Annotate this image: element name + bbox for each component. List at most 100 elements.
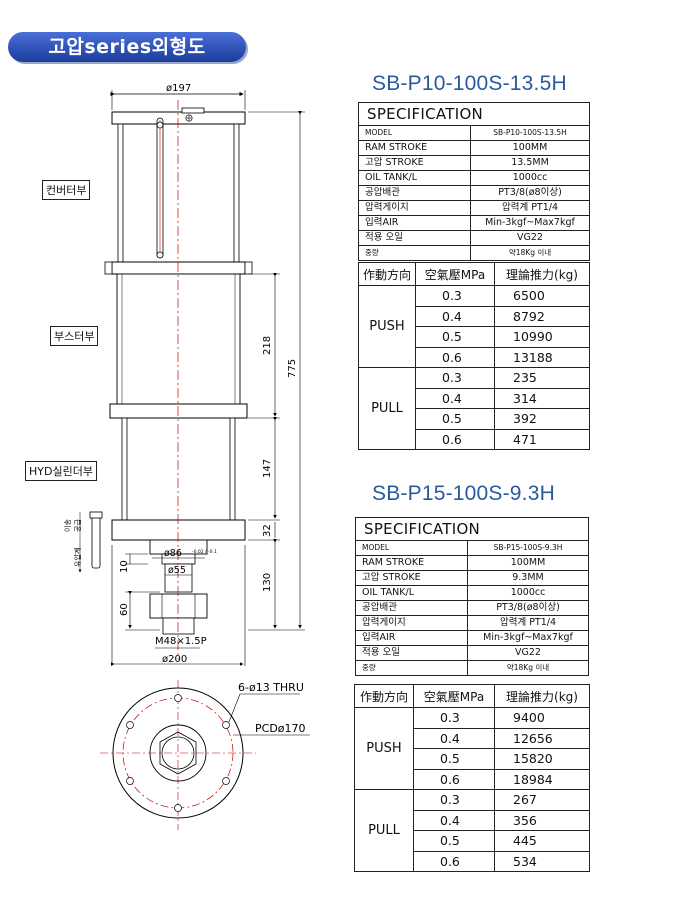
label-hyd: HYD실린더부 bbox=[25, 461, 97, 481]
spec-row: MODEL SB-P15-100S-9.3H bbox=[356, 541, 588, 556]
spec-row: 압력게이지 압력계 PT1/4 bbox=[356, 616, 588, 631]
thrust-cell: 13188 bbox=[494, 346, 590, 368]
pressure-cell: 0.6 bbox=[415, 346, 495, 368]
base-flange bbox=[111, 519, 246, 541]
thrust-cell: 392 bbox=[494, 408, 590, 430]
spec-key: OIL TANK/L bbox=[359, 171, 471, 185]
dim-tol86: -0.02 / -0.1 bbox=[192, 549, 217, 555]
pressure-cell: 0.6 bbox=[413, 850, 495, 872]
dim-ram: 130 bbox=[262, 573, 273, 592]
spec-value: 약18Kg 이내 bbox=[506, 663, 550, 672]
top-cover-plate bbox=[111, 111, 246, 125]
pressure-cell: 0.5 bbox=[413, 830, 495, 852]
spec-value: 압력계 PT1/4 bbox=[501, 202, 559, 213]
model-2-spec-title: SPECIFICATION bbox=[356, 518, 588, 541]
model-2-spec-table: SPECIFICATION MODEL SB-P15-100S-9.3H RAM S… bbox=[355, 517, 589, 676]
spec-value: PT3/8(ø8이상) bbox=[498, 187, 562, 198]
thrust-cell: 356 bbox=[494, 809, 590, 831]
spec-value: VG22 bbox=[515, 647, 541, 658]
dim-dia86: ø86 bbox=[164, 548, 182, 559]
spec-key: MODEL bbox=[356, 541, 468, 555]
spec-key: 입력AIR bbox=[356, 631, 468, 645]
gauge-text-hyd: 유압계 bbox=[73, 548, 82, 567]
spec-row: RAM STROKE 100MM bbox=[356, 556, 588, 571]
dim-base-dia: ø200 bbox=[162, 654, 187, 665]
dim-overall-height: 775 bbox=[287, 359, 298, 378]
dim-hyd: 147 bbox=[262, 459, 273, 478]
thrust-cell: 6500 bbox=[494, 285, 590, 307]
model-2-title: SB-P15-100S-9.3H bbox=[372, 482, 555, 505]
spec-value: 13.5MM bbox=[511, 157, 549, 168]
gauge-text-feed: 이송 bbox=[63, 519, 72, 532]
side-pressure-gauge bbox=[91, 513, 101, 569]
label-converter: 컨버터부 bbox=[42, 180, 91, 200]
spec-value: Min-3kgf~Max7kgf bbox=[483, 632, 573, 643]
pressure-cell: 0.3 bbox=[415, 285, 495, 307]
dim-flange: 32 bbox=[262, 524, 273, 537]
dim-step: 10 bbox=[119, 560, 130, 573]
cylinder-drawing: ø197 bbox=[63, 83, 310, 830]
thrust-cell: 267 bbox=[494, 789, 590, 811]
pressure-cell: 0.4 bbox=[415, 387, 495, 409]
pressure-cell: 0.3 bbox=[413, 707, 495, 729]
spec-key: RAM STROKE bbox=[356, 556, 468, 570]
spec-value: VG22 bbox=[517, 232, 543, 243]
pressure-cell: 0.5 bbox=[415, 326, 495, 348]
spec-key: 중량 bbox=[356, 661, 468, 675]
spec-row: 중량 약18Kg 이내 bbox=[356, 661, 588, 675]
spec-value: 100MM bbox=[510, 557, 546, 568]
spec-row: 적용 오일 VG22 bbox=[359, 231, 589, 246]
thrust-cell: 18984 bbox=[494, 768, 590, 790]
spec-value: Min-3kgf~Max7kgf bbox=[485, 217, 575, 228]
spec-key: 고압 STROKE bbox=[359, 156, 471, 170]
spec-value: PT3/8(ø8이상) bbox=[496, 602, 560, 613]
pressure-cell: 0.6 bbox=[413, 768, 495, 790]
booster-body bbox=[116, 273, 241, 405]
spec-key: 적용 오일 bbox=[359, 231, 471, 245]
spec-value: 압력계 PT1/4 bbox=[499, 617, 557, 628]
force-header-pressure: 空氣壓MPa bbox=[415, 262, 495, 286]
pressure-cell: 0.5 bbox=[415, 408, 495, 430]
spec-value: 9.3MM bbox=[512, 572, 544, 583]
pull-direction-label: PULL bbox=[354, 789, 414, 872]
label-booster: 부스터부 bbox=[50, 326, 99, 346]
dim-pcd: PCDø170 bbox=[255, 722, 306, 735]
thrust-cell: 9400 bbox=[494, 707, 590, 729]
pressure-cell: 0.6 bbox=[415, 428, 495, 450]
dim-dia55: ø55 bbox=[168, 565, 186, 576]
series-badge: 고압series외형도 bbox=[8, 32, 246, 62]
thrust-cell: 314 bbox=[494, 387, 590, 409]
spec-key: 중량 bbox=[359, 246, 471, 260]
model-1-spec-title: SPECIFICATION bbox=[359, 103, 589, 126]
spec-value: 1000cc bbox=[510, 587, 546, 598]
force-header-thrust: 理論推力(kg) bbox=[494, 684, 590, 708]
thrust-cell: 15820 bbox=[494, 748, 590, 770]
push-direction-label: PUSH bbox=[354, 707, 414, 790]
lower-plate bbox=[109, 403, 248, 419]
spec-value: SB-P15-100S-9.3H bbox=[493, 543, 563, 552]
model-1-title: SB-P10-100S-13.5H bbox=[372, 72, 567, 95]
spec-value: 100MM bbox=[512, 142, 548, 153]
spec-value: SB-P10-100S-13.5H bbox=[493, 128, 567, 137]
bottom-view bbox=[100, 680, 310, 830]
dim-top-dia: ø197 bbox=[166, 83, 191, 94]
spec-key: 압력게이지 bbox=[356, 616, 468, 630]
